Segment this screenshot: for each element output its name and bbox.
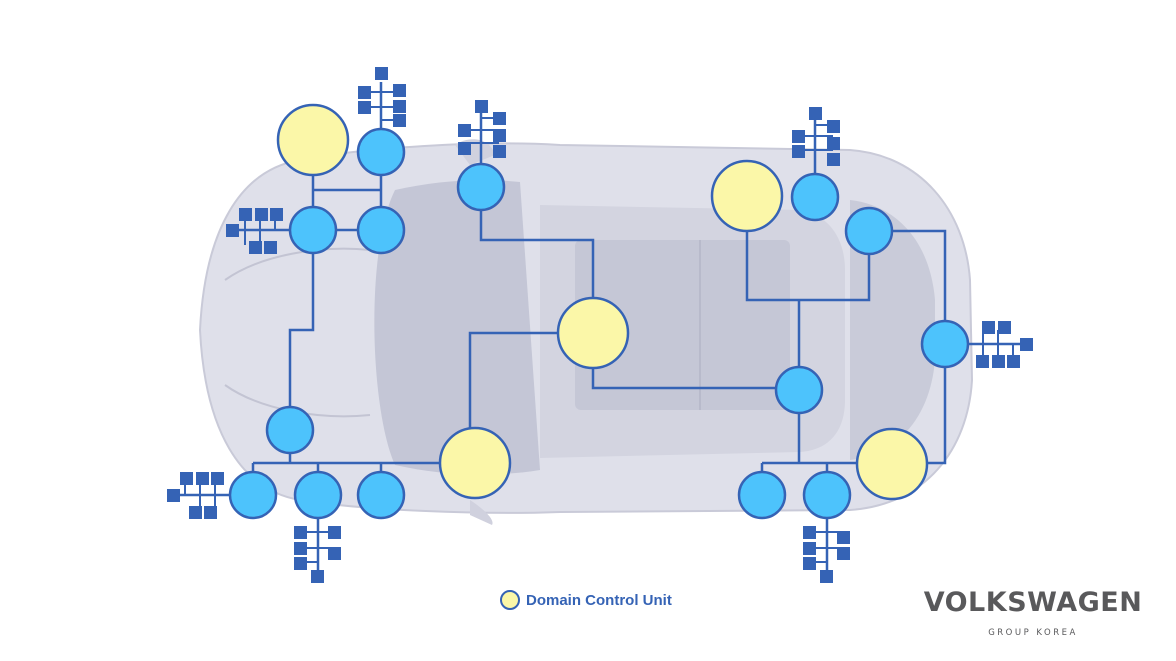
- brand-subtitle: GROUP KOREA: [988, 628, 1078, 638]
- dcu-node: [710, 159, 784, 233]
- ecu-node: [456, 162, 506, 212]
- brand-logo: VOLKSWAGEN GROUP KOREA: [918, 587, 1148, 639]
- ecu-node: [774, 365, 824, 415]
- dcu-node: [276, 103, 350, 177]
- sensor-tree-front-bottom: [294, 526, 341, 583]
- sensor-tree-rear-bottom: [803, 526, 850, 583]
- ecu-node: [293, 470, 343, 520]
- dcu-node: [438, 426, 512, 500]
- nodes: [228, 103, 970, 520]
- dcu-node: [556, 296, 630, 370]
- dcu-node: [855, 427, 929, 501]
- sensor-tree-center-top: [458, 100, 506, 158]
- ecu-node: [790, 172, 840, 222]
- ecu-node: [356, 205, 406, 255]
- legend: Domain Control Unit: [500, 590, 672, 610]
- sensor-tree-rear-top: [792, 107, 840, 166]
- sensor-tree-front-bottom-left: [167, 472, 224, 519]
- ecu-node: [737, 470, 787, 520]
- ecu-node: [265, 405, 315, 455]
- sensor-tree-front-left: [226, 208, 283, 254]
- sensor-tree-front-top: [358, 67, 406, 130]
- sensor-tree-rear-right: [976, 321, 1033, 368]
- ecu-node: [920, 319, 970, 369]
- ecu-node: [356, 470, 406, 520]
- ecu-node: [228, 470, 278, 520]
- brand-name: VOLKSWAGEN: [923, 587, 1143, 618]
- ecu-node: [356, 127, 406, 177]
- legend-label: Domain Control Unit: [526, 591, 672, 609]
- sensor-trees: [167, 67, 1033, 583]
- ecu-node: [844, 206, 894, 256]
- legend-swatch-dcu: [500, 590, 520, 610]
- ecu-node: [288, 205, 338, 255]
- ecu-node: [802, 470, 852, 520]
